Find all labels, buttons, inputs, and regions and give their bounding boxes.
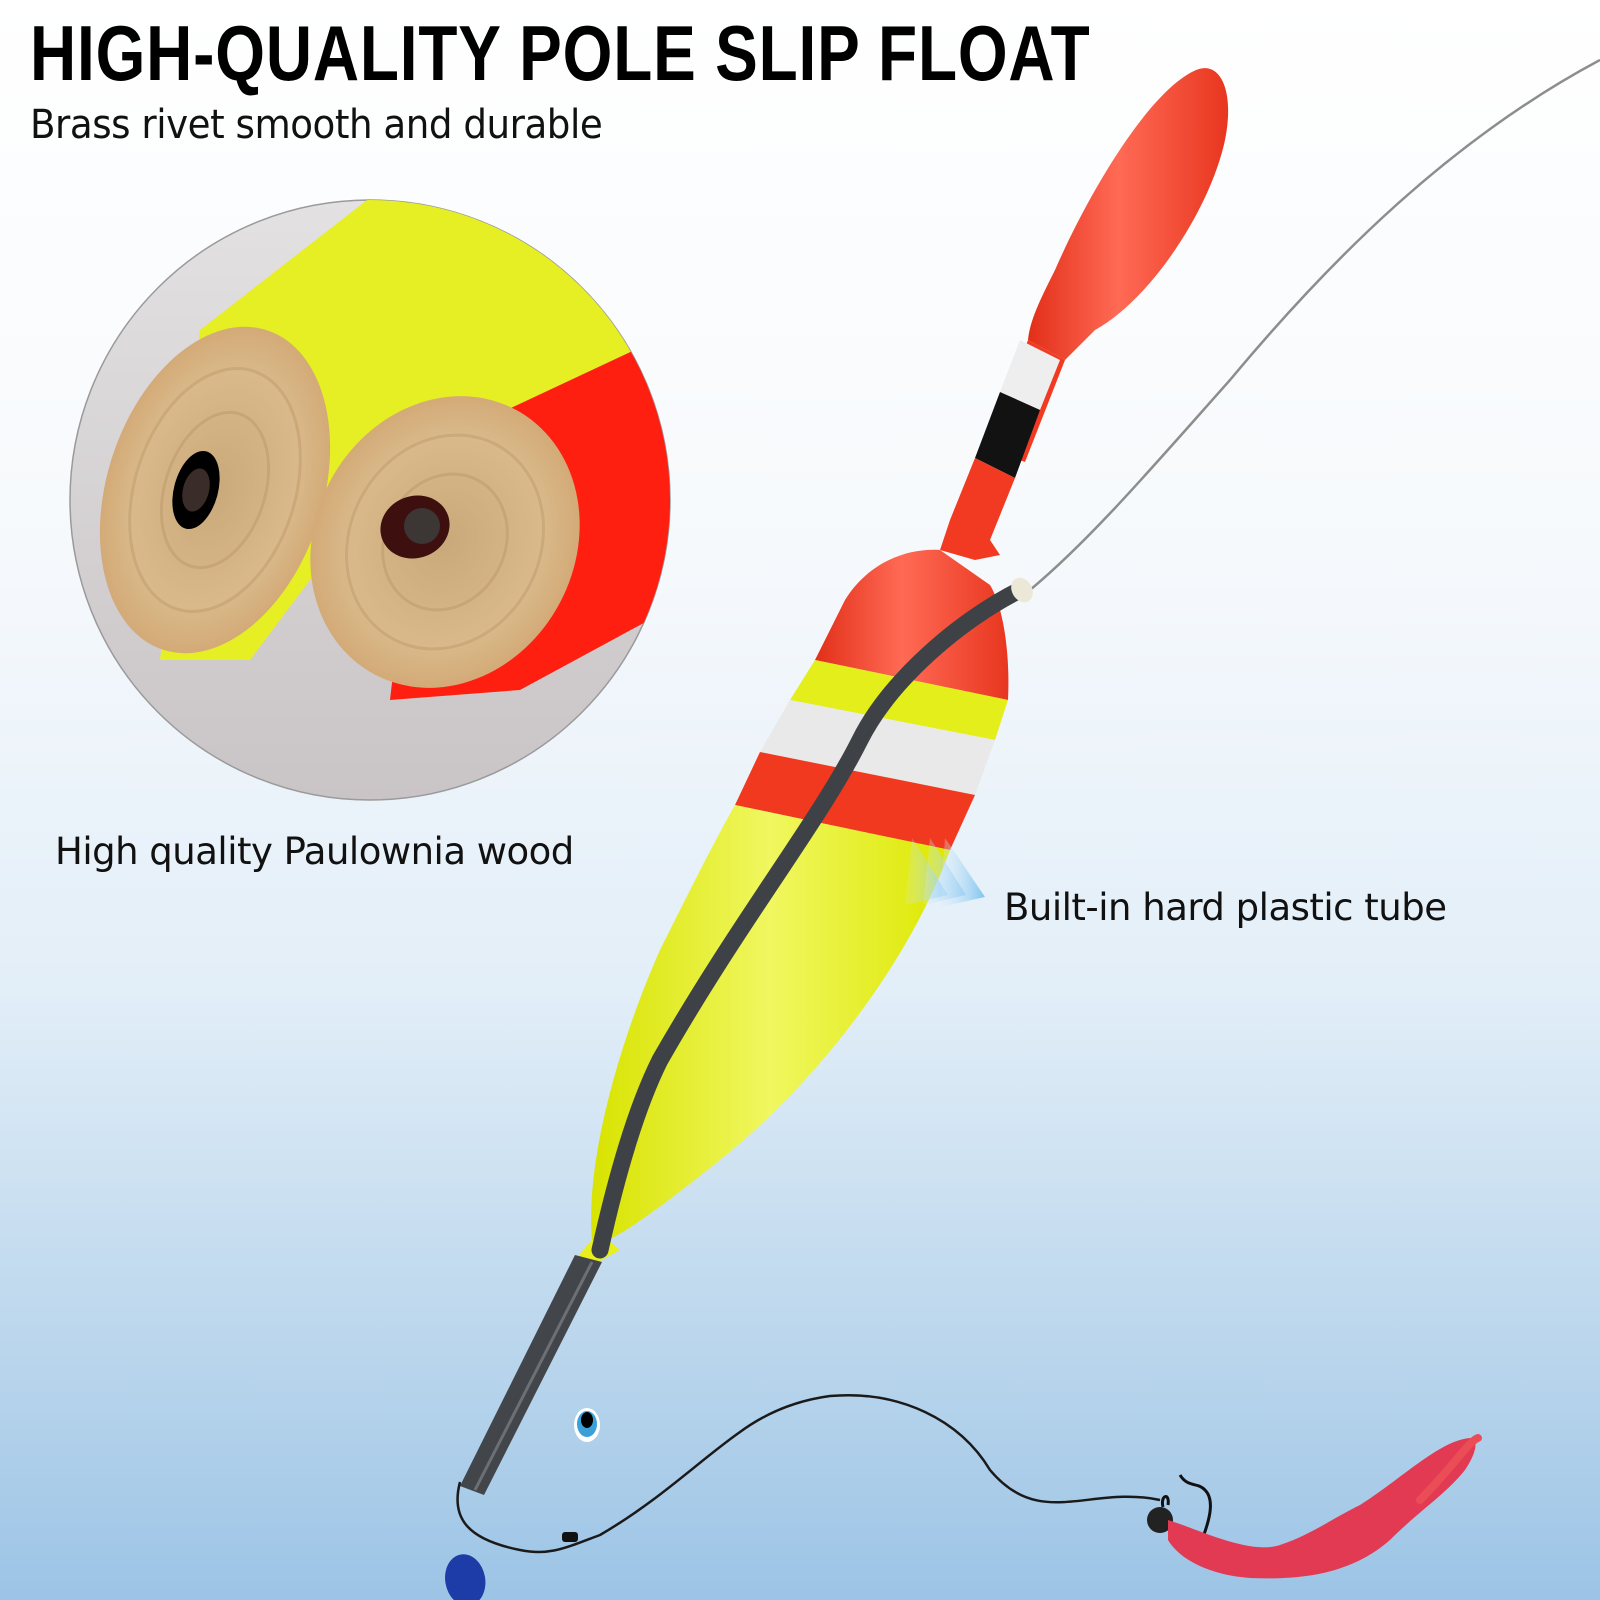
hook (1178, 1474, 1212, 1546)
feature-caption-wood: High quality Paulownia wood (55, 830, 574, 873)
jig-head (1147, 1507, 1173, 1533)
wood-cross-section-image (69, 199, 671, 801)
soft-worm-lure (1168, 1438, 1476, 1579)
fishing-rig-image (445, 1394, 1482, 1600)
fishing-line-top (1029, 58, 1600, 591)
line-stopper (562, 1532, 578, 1542)
arrow-right-icon (905, 838, 985, 907)
pole-float-image (460, 68, 1229, 1495)
feature-caption-tube: Built-in hard plastic tube (1004, 886, 1447, 929)
page-subtitle: Brass rivet smooth and durable (30, 102, 603, 148)
page-title: HIGH-QUALITY POLE SLIP FLOAT (30, 9, 1091, 97)
eye-bead (445, 1408, 600, 1600)
